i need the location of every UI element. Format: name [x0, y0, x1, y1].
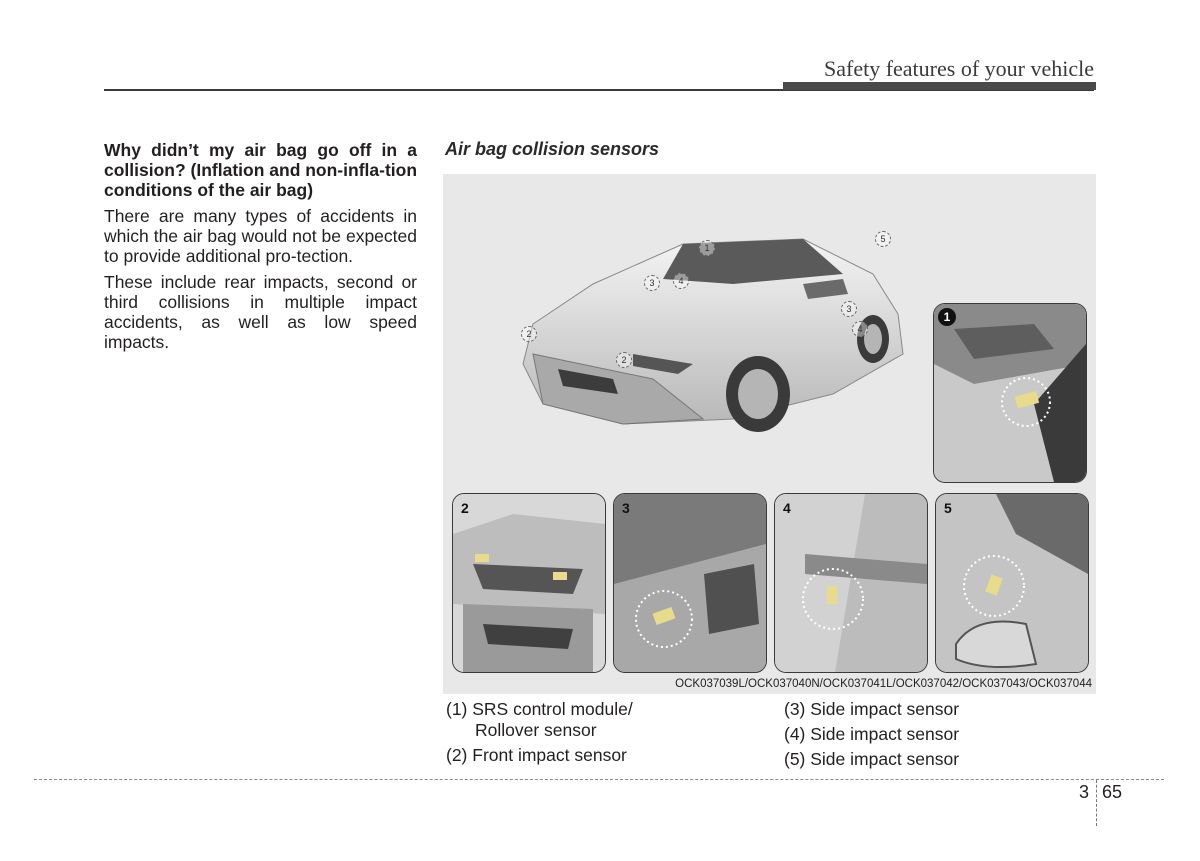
header-rule — [104, 89, 1094, 91]
page-number-divider — [1096, 780, 1097, 826]
figure-title: Air bag collision sensors — [445, 139, 660, 159]
detail-5: 5 — [935, 493, 1089, 673]
callout-2b: 2 — [616, 352, 632, 368]
footer-rule — [34, 779, 1164, 780]
paragraph-2: These include rear impacts, second or th… — [104, 272, 417, 352]
left-column: Why didn’t my air bag go off in a collis… — [104, 140, 417, 358]
paragraph-1: There are many types of accidents in whi… — [104, 206, 417, 266]
chapter-number: 3 — [1079, 782, 1090, 802]
detail-2-number: 2 — [461, 500, 469, 516]
legend-item-1-line-2: Rollover sensor — [475, 720, 597, 740]
detail-3-number: 3 — [622, 500, 630, 516]
legend-item-1-line-1: (1) SRS control module/ — [446, 699, 633, 719]
page-number: 65 — [1102, 782, 1123, 802]
page-header-title: Safety features of your vehicle — [824, 56, 1094, 81]
legend-item-2: (2) Front impact sensor — [446, 745, 627, 765]
callout-3a: 3 — [644, 275, 660, 291]
legend-item-4: (4) Side impact sensor — [784, 724, 960, 744]
section-question: Why didn’t my air bag go off in a collis… — [104, 140, 418, 200]
callout-2a: 2 — [521, 326, 537, 342]
legend-item-3: (3) Side impact sensor — [784, 699, 960, 719]
detail-2: 2 — [452, 493, 606, 673]
callout-5: 5 — [875, 231, 891, 247]
legend-item-5: (5) Side impact sensor — [784, 749, 960, 769]
detail-1-number: 1 — [938, 308, 956, 326]
detail-5-number: 5 — [944, 500, 952, 516]
legend-left: (1) SRS control module/ Rollover sensor … — [446, 699, 633, 770]
callout-4a: 4 — [673, 273, 689, 289]
detail-1: 1 — [933, 303, 1087, 483]
detail-4-number: 4 — [783, 500, 791, 516]
detail-4: 4 — [774, 493, 928, 673]
callout-3b: 3 — [841, 301, 857, 317]
callout-1: 1 — [699, 240, 715, 256]
car-illustration — [522, 238, 904, 432]
callout-4b: 4 — [852, 321, 868, 337]
legend-right: (3) Side impact sensor (4) Side impact s… — [784, 699, 959, 774]
header-rule-accent — [783, 82, 1096, 90]
detail-3: 3 — [613, 493, 767, 673]
figure-code: OCK037039L/OCK037040N/OCK037041L/OCK0370… — [675, 678, 1092, 690]
sensor-figure: 1 2 2 3 4 3 4 5 1 2 — [443, 174, 1096, 694]
